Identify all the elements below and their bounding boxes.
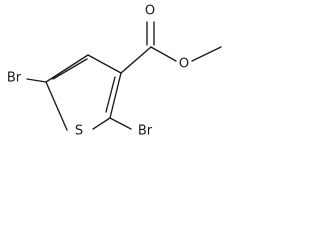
bond-carbonyl-ester-o [150,46,177,62]
atom-label-bromine-right: Br [138,124,153,139]
atom-label-bromine-left: Br [7,71,22,86]
bond-c2-s [92,117,111,130]
atom-label-carbonyl-oxygen: O [145,4,155,19]
bond-s-c5 [45,81,68,131]
atom-label-ester-oxygen: O [179,57,189,72]
bond-c3-carbonyl [120,46,152,74]
bond-c5-c4-inner [52,58,88,80]
bond-c5-br [26,78,47,83]
bond-c3-c2-inner [105,76,116,113]
bond-c5-c4 [45,54,89,83]
atom-label-sulfur: S [75,124,83,139]
bond-c2-br [109,117,132,130]
bond-ester-o-methyl [191,46,222,62]
bond-c4-c3 [87,54,122,74]
bond-c3-c2 [109,72,122,119]
structural-formula: O O S Br Br [7,4,222,139]
